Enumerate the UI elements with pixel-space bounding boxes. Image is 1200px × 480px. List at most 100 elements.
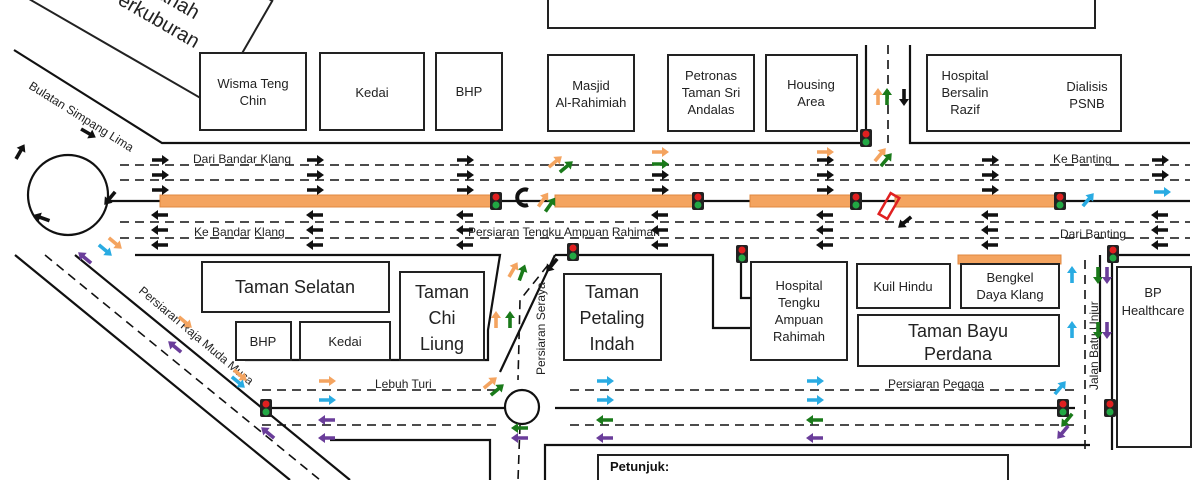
arrow-icon <box>177 315 192 328</box>
arrow-icon <box>507 262 519 278</box>
roundabout <box>26 153 110 237</box>
svg-text:Tengku: Tengku <box>778 295 820 310</box>
arrow-icon <box>151 210 168 220</box>
arrow-icon <box>596 433 613 443</box>
arrow-icon <box>1093 267 1103 284</box>
road-label-ke-banting: Ke Banting <box>1053 152 1112 166</box>
arrow-icon <box>230 375 245 388</box>
svg-text:Razif: Razif <box>950 102 980 117</box>
svg-text:Petaling: Petaling <box>579 308 644 328</box>
arrow-icon <box>597 376 614 386</box>
arrow-icon <box>652 159 669 169</box>
arrow-icon <box>873 88 883 105</box>
svg-text:Chin: Chin <box>240 93 267 108</box>
arrow-icon <box>1151 240 1168 250</box>
arrow-icon <box>152 155 169 165</box>
building-kedai-bottom: Kedai <box>299 321 391 361</box>
arrow-icon <box>505 311 515 328</box>
arrow-icon <box>307 170 324 180</box>
svg-text:Taman Sri: Taman Sri <box>682 85 741 100</box>
svg-text:Hospital: Hospital <box>776 278 823 293</box>
arrow-icon <box>1061 412 1074 427</box>
traffic-lights <box>260 129 1119 417</box>
traffic-light-icon <box>1107 245 1119 263</box>
arrow-icon <box>456 225 473 235</box>
arrow-icon <box>307 185 324 195</box>
svg-text:PSNB: PSNB <box>1069 96 1104 111</box>
arrow-icon <box>1154 187 1171 197</box>
arrow-icon <box>816 225 833 235</box>
svg-text:Kedai: Kedai <box>355 85 388 100</box>
svg-text:Rahimah: Rahimah <box>773 329 825 344</box>
traffic-light-icon <box>567 243 579 261</box>
arrow-icon <box>596 415 613 425</box>
arrow-icon <box>318 415 335 425</box>
lane-arrows <box>14 88 1171 443</box>
arrow-icon <box>546 257 559 272</box>
arrow-icon <box>80 127 96 139</box>
svg-text:Taman Bayu: Taman Bayu <box>908 321 1008 341</box>
svg-text:Taman: Taman <box>415 282 469 302</box>
svg-text:Dialisis: Dialisis <box>1066 79 1108 94</box>
svg-text:Taman: Taman <box>585 282 639 302</box>
arrow-icon <box>652 170 669 180</box>
arrow-icon <box>1093 322 1103 339</box>
svg-text:Housing: Housing <box>787 77 835 92</box>
arrow-icon <box>78 252 93 265</box>
arrow-icon <box>457 155 474 165</box>
arrow-icon <box>982 185 999 195</box>
arrow-icon <box>261 427 276 440</box>
road-label-pegaga: Persiaran Pegaga <box>888 377 984 391</box>
arrow-icon <box>33 212 51 223</box>
building-bhp-top: BHP <box>435 52 503 131</box>
arrow-icon <box>517 264 528 282</box>
svg-text:BP: BP <box>1144 285 1161 300</box>
arrow-icon <box>491 311 501 328</box>
arrow-icon <box>318 433 335 443</box>
arrow-icon <box>1053 381 1066 396</box>
arrow-icon <box>168 341 183 354</box>
arrow-icon <box>457 170 474 180</box>
arrow-icon <box>652 147 669 157</box>
road-label-main: Persiaran Tengku Ampuan Rahimah <box>468 225 660 239</box>
arrow-icon <box>981 210 998 220</box>
arrow-icon <box>482 377 497 390</box>
arrow-icon <box>981 225 998 235</box>
congestion-bars <box>159 194 1062 265</box>
arrow-icon <box>806 415 823 425</box>
svg-text:Kuil Hindu: Kuil Hindu <box>873 279 932 294</box>
arrow-icon <box>307 155 324 165</box>
svg-text:Petronas: Petronas <box>685 68 738 83</box>
arrow-icon <box>651 225 668 235</box>
arrow-icon <box>651 240 668 250</box>
building-kedai-top: Kedai <box>319 52 425 131</box>
arrow-icon <box>651 210 668 220</box>
arrow-icon <box>816 240 833 250</box>
arrow-icon <box>319 395 336 405</box>
arrow-icon <box>879 153 892 168</box>
arrow-icon <box>981 240 998 250</box>
arrow-icon <box>104 190 117 205</box>
svg-text:BHP: BHP <box>456 84 483 99</box>
arrow-icon <box>1081 193 1094 208</box>
svg-text:Hospital: Hospital <box>942 68 989 83</box>
traffic-light-icon <box>850 192 862 210</box>
svg-text:Andalas: Andalas <box>688 102 735 117</box>
arrow-icon <box>547 156 562 169</box>
arrow-icon <box>1067 266 1077 283</box>
arrow-icon <box>543 197 556 213</box>
u-turn-icon <box>515 187 529 208</box>
arrow-icon <box>107 236 122 249</box>
arrow-icon <box>597 395 614 405</box>
arrow-icon <box>152 185 169 195</box>
building-kuil: Kuil Hindu <box>856 263 951 309</box>
road-label-lebuh-turi: Lebuh Turi <box>375 377 432 391</box>
road-closure-icon <box>876 191 902 221</box>
arrow-icon <box>817 155 834 165</box>
svg-text:Area: Area <box>797 94 825 109</box>
